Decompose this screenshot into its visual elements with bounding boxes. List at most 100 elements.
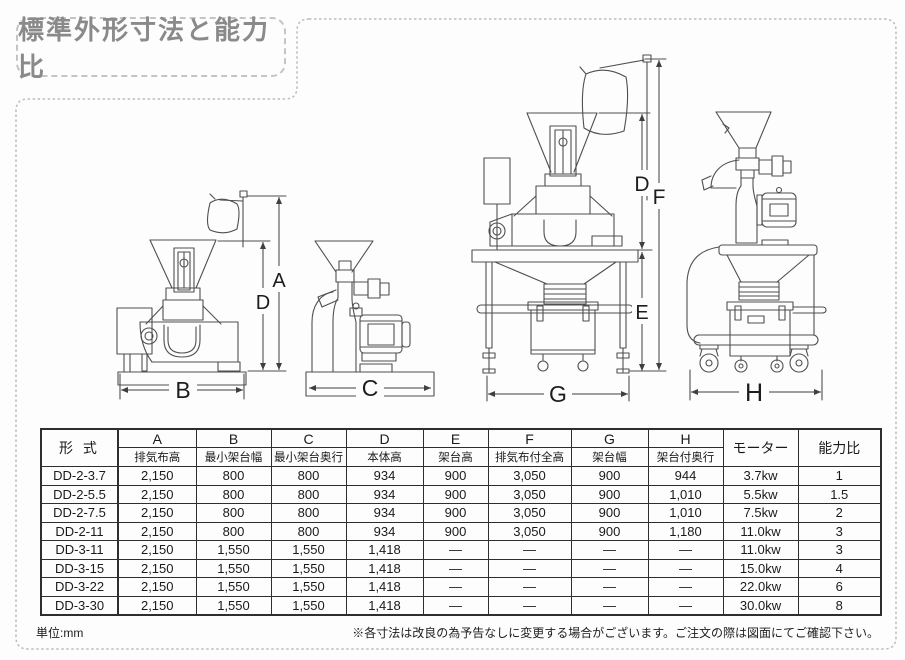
value-cell: 900 — [422, 466, 489, 486]
value-cell: — — [422, 595, 489, 616]
model-cell: DD-3-11 — [40, 540, 119, 560]
disclaimer-note: ※各寸法は改良の為予告なしに変更する場合がございます。ご注文の際は図面にてご確認… — [352, 626, 879, 640]
value-cell: 5.5kw — [722, 484, 799, 504]
value-cell: 800 — [195, 484, 272, 504]
value-cell: 1 — [797, 466, 882, 486]
model-cell: DD-3-30 — [40, 595, 119, 616]
value-cell: 1,418 — [345, 577, 424, 597]
value-cell: — — [570, 558, 649, 578]
model-cell: DD-2-3.7 — [40, 466, 119, 486]
value-cell: — — [487, 558, 572, 578]
value-cell: 934 — [345, 484, 424, 504]
model-cell: DD-2-11 — [40, 521, 119, 541]
value-cell: — — [487, 540, 572, 560]
dim-label-d: D — [256, 292, 270, 314]
header-name-f: 排気布付全高 — [487, 447, 572, 467]
value-cell: 800 — [270, 503, 347, 523]
machine-drawing-front-base-view: A D B — [116, 190, 289, 403]
header-letter-a: A — [117, 428, 197, 448]
value-cell: 1,550 — [195, 577, 272, 597]
value-cell: 900 — [422, 503, 489, 523]
header-ratio: 能力比 — [797, 428, 882, 467]
value-cell: 1.5 — [797, 484, 882, 504]
value-cell: 1,010 — [647, 503, 724, 523]
header-name-d: 本体高 — [345, 447, 424, 467]
page-title-box: 標準外形寸法と能力比 — [16, 15, 286, 82]
model-cell: DD-2-5.5 — [40, 484, 119, 504]
value-cell: 3,050 — [487, 503, 572, 523]
value-cell: 2,150 — [117, 577, 197, 597]
header-name-b: 最小架台幅 — [195, 447, 272, 467]
dim-label-a: A — [272, 270, 286, 292]
value-cell: 800 — [270, 484, 347, 504]
value-cell: 2,150 — [117, 595, 197, 616]
value-cell: — — [647, 577, 724, 597]
value-cell: 3 — [797, 521, 882, 541]
value-cell: 900 — [570, 521, 649, 541]
value-cell: 30.0kw — [722, 595, 799, 616]
value-cell: 1,418 — [345, 540, 424, 560]
value-cell: — — [570, 540, 649, 560]
value-cell: — — [570, 595, 649, 616]
value-cell: 900 — [570, 503, 649, 523]
value-cell: 2,150 — [117, 521, 197, 541]
header-name-a: 排気布高 — [117, 447, 197, 467]
dim-label-h: H — [745, 379, 763, 407]
header-letter-f: F — [487, 428, 572, 448]
header-name-c: 最小架台奥行 — [270, 447, 347, 467]
value-cell: 1,550 — [270, 558, 347, 578]
value-cell: 3.7kw — [722, 466, 799, 486]
header-letter-h: H — [647, 428, 724, 448]
value-cell: 6 — [797, 577, 882, 597]
model-cell: DD-3-15 — [40, 558, 119, 578]
dim-label-g: G — [549, 381, 567, 407]
dim-label-e: E — [635, 302, 648, 324]
dim-label-d2: D — [634, 173, 649, 196]
value-cell: 934 — [345, 521, 424, 541]
value-cell: 900 — [570, 466, 649, 486]
spec-table: 形 式 A B C D E F G H モーター 能力比 排気布高 最小架台幅 … — [40, 428, 882, 616]
dim-label-f: F — [653, 186, 666, 209]
value-cell: 1,550 — [270, 577, 347, 597]
value-cell: 3,050 — [487, 484, 572, 504]
header-name-e: 架台高 — [422, 447, 489, 467]
value-cell: 1,550 — [270, 540, 347, 560]
header-letter-d: D — [345, 428, 424, 448]
value-cell: 2 — [797, 503, 882, 523]
content-panel-border — [15, 18, 897, 650]
spec-table-container: 形 式 A B C D E F G H モーター 能力比 排気布高 最小架台幅 … — [40, 428, 882, 616]
header-motor: モーター — [722, 428, 799, 467]
value-cell: 2,150 — [117, 540, 197, 560]
machine-drawing-side-base-view: C — [305, 240, 435, 401]
header-model: 形 式 — [40, 428, 119, 467]
value-cell: 900 — [422, 484, 489, 504]
value-cell: 2,150 — [117, 558, 197, 578]
header-name-g: 架台幅 — [570, 447, 649, 467]
value-cell: 2,150 — [117, 484, 197, 504]
page-title: 標準外形寸法と能力比 — [18, 15, 271, 82]
model-cell: DD-3-22 — [40, 577, 119, 597]
value-cell: 7.5kw — [722, 503, 799, 523]
value-cell: 1,550 — [195, 558, 272, 578]
value-cell: 4 — [797, 558, 882, 578]
value-cell: 900 — [422, 521, 489, 541]
value-cell: 800 — [270, 521, 347, 541]
value-cell: 1,550 — [195, 595, 272, 616]
value-cell: — — [487, 595, 572, 616]
model-cell: DD-2-7.5 — [40, 503, 119, 523]
header-letter-e: E — [422, 428, 489, 448]
value-cell: 934 — [345, 503, 424, 523]
value-cell: 2,150 — [117, 466, 197, 486]
dim-label-b: B — [175, 377, 190, 403]
value-cell: 3,050 — [487, 466, 572, 486]
value-cell: 800 — [270, 466, 347, 486]
header-letter-c: C — [270, 428, 347, 448]
